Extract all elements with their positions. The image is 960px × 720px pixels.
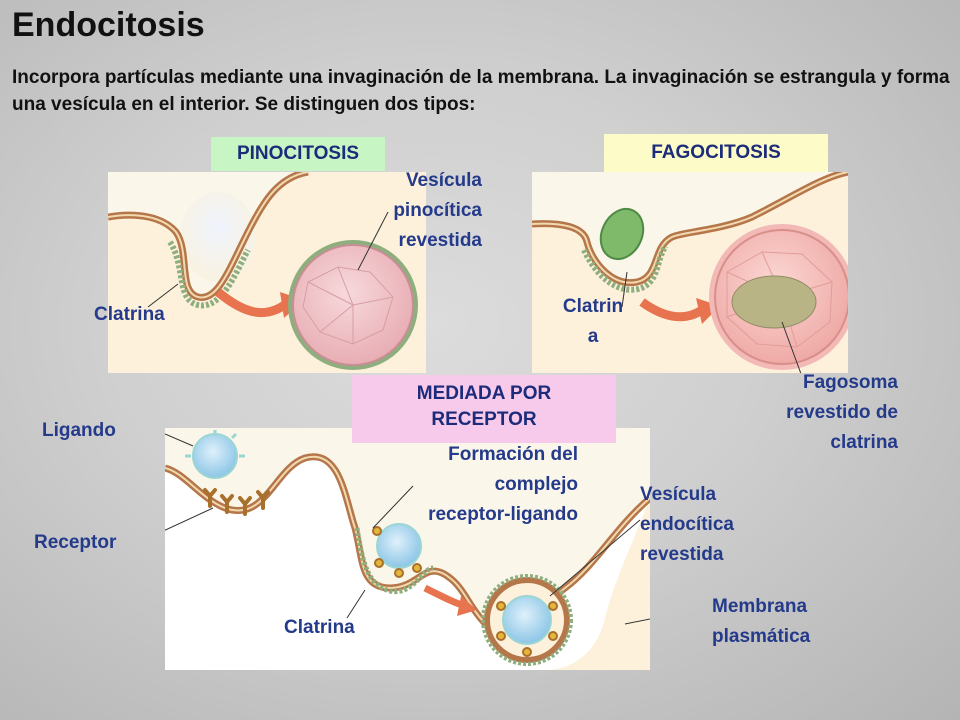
pinocytosis-tag: PINOCITOSIS <box>211 137 385 171</box>
receptor-label: Receptor <box>34 532 117 553</box>
phagosome-label: Fagosoma revestido de clatrina <box>786 372 898 453</box>
page-title: Endocitosis <box>12 6 205 44</box>
phagocytosis-tag: FAGOCITOSIS <box>604 134 828 172</box>
ligand-label: Ligando <box>42 420 116 441</box>
phagocytosis-clathrin-label: Clatrin a <box>562 296 624 347</box>
pinocytosis-clathrin-label: Clatrina <box>94 304 165 325</box>
intro-text: Incorpora partículas mediante una invagi… <box>12 67 950 115</box>
receptor-mediated-clathrin-label: Clatrina <box>284 617 355 638</box>
receptor-mediated-illustration <box>165 428 650 670</box>
endocytic-vesicle-label: Vesícula endocítica revestida <box>640 484 734 565</box>
pinocytic-vesicle-label: Vesícula pinocítica revestida <box>393 170 482 251</box>
pinocytosis-illustration <box>108 172 426 373</box>
receptor-mediated-tag: MEDIADA POR RECEPTOR <box>352 375 616 443</box>
phagocytosis-illustration <box>532 172 848 373</box>
complex-formation-label: Formación del complejo receptor-ligando <box>428 444 578 525</box>
plasma-membrane-label: Membrana plasmática <box>712 596 811 647</box>
